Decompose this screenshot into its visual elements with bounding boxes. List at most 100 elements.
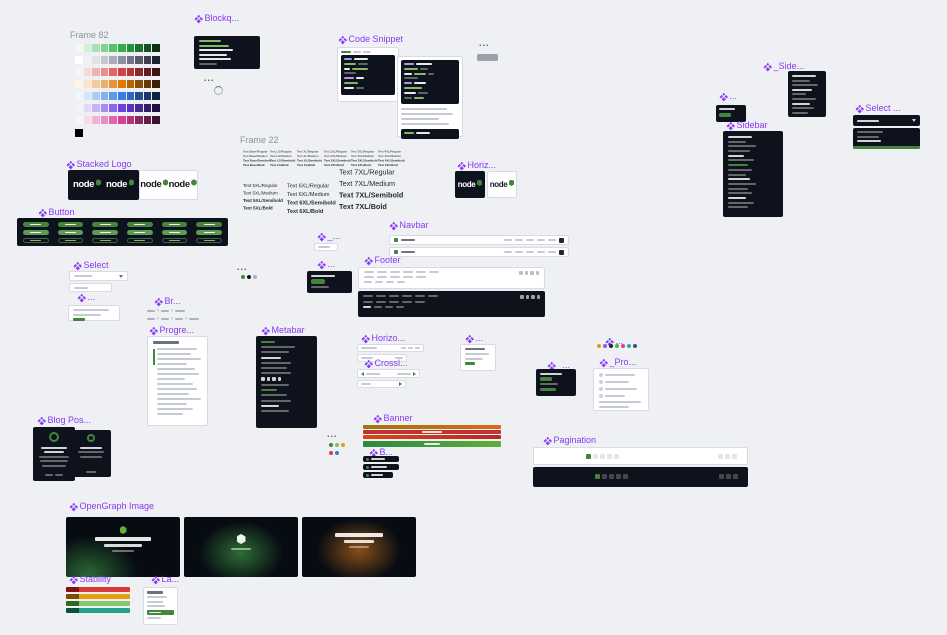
button-variant[interactable] <box>92 230 118 235</box>
horizontal-rule-component[interactable] <box>357 344 424 352</box>
opengraph-card[interactable] <box>302 517 416 577</box>
color-dot-swatches[interactable] <box>329 451 339 455</box>
sidebar-component[interactable] <box>723 131 783 217</box>
overflow-label[interactable]: ... <box>327 429 338 439</box>
button-variant[interactable] <box>57 238 84 243</box>
badge-component[interactable] <box>363 456 399 462</box>
component-label-blockquote[interactable]: Blockq... <box>194 14 239 23</box>
component-label-sidebar[interactable]: Sidebar <box>726 121 768 130</box>
pagination-component-light[interactable] <box>533 447 748 465</box>
banner-component[interactable] <box>363 425 501 429</box>
palette-row-red[interactable] <box>75 68 160 76</box>
color-dot-swatches[interactable] <box>241 275 257 279</box>
nodejs-logo[interactable]: node <box>140 179 169 190</box>
nodejs-logo[interactable]: node <box>490 179 515 189</box>
button-variant[interactable] <box>161 230 188 235</box>
button-variant[interactable] <box>126 238 153 243</box>
component-label-stacked-logo[interactable]: Stacked Logo <box>66 160 132 169</box>
component-label-mini-button[interactable]: ... <box>317 260 335 269</box>
button-variant[interactable] <box>57 222 84 227</box>
navbar-component-light[interactable] <box>389 235 569 245</box>
blog-post-card[interactable] <box>71 430 111 477</box>
page-buttons[interactable] <box>586 454 619 459</box>
nodejs-logo[interactable]: node <box>106 179 135 190</box>
page-buttons[interactable] <box>595 474 628 479</box>
overflow-label[interactable]: ... <box>479 38 490 48</box>
banner-component[interactable] <box>363 430 501 434</box>
component-label-horizontal-rule[interactable]: Horizo... <box>361 334 405 343</box>
horizontal-logo-light-card[interactable]: node <box>487 171 517 198</box>
component-label-mini-nav[interactable]: ... <box>719 92 737 101</box>
component-label-pagination[interactable]: Pagination <box>543 436 596 445</box>
footer-component-dark[interactable] <box>358 291 545 317</box>
button-variant[interactable] <box>92 238 118 243</box>
component-label-select-dark[interactable]: Select ... <box>855 104 901 113</box>
component-label-mini-card[interactable]: ... <box>465 334 483 343</box>
button-variant[interactable] <box>23 230 49 235</box>
stability-banner[interactable] <box>66 601 130 606</box>
component-label-navbar[interactable]: Navbar <box>389 221 429 230</box>
select-dark-trigger[interactable] <box>853 115 920 126</box>
component-label-blog-post[interactable]: Blog Pos... <box>37 416 91 425</box>
palette-row-blue[interactable] <box>75 92 160 100</box>
nodejs-logo[interactable]: node <box>169 179 197 190</box>
stability-banner[interactable] <box>66 587 130 592</box>
button-variant[interactable] <box>196 238 222 243</box>
component-label-progression-list[interactable]: _Pro... <box>599 358 636 367</box>
stability-banner[interactable] <box>66 608 130 613</box>
palette-row-green[interactable] <box>75 44 160 52</box>
overflow-label[interactable]: ... <box>237 262 248 272</box>
component-label-notification[interactable]: ... <box>77 293 95 302</box>
frame-label-frame82[interactable]: Frame 82 <box>70 30 109 40</box>
button-variant[interactable] <box>161 238 188 243</box>
component-label-button[interactable]: Button <box>38 208 75 217</box>
metabar-component[interactable] <box>256 336 317 428</box>
button-variants-component[interactable] <box>17 218 228 246</box>
component-label-side-nav[interactable]: _Side... <box>763 62 804 71</box>
language-picker-component[interactable] <box>143 587 178 625</box>
opengraph-card[interactable] <box>66 517 180 577</box>
crosslink-component[interactable] <box>357 369 420 378</box>
loading-spinner-icon[interactable] <box>214 86 223 95</box>
mini-card-component[interactable] <box>460 344 496 371</box>
component-label-code-snippet[interactable]: Code Snippet <box>338 35 403 44</box>
button-variant[interactable] <box>161 222 188 227</box>
button-variant[interactable] <box>23 222 49 227</box>
code-snippet-panel-2[interactable] <box>397 56 463 139</box>
skeleton-component[interactable] <box>477 54 498 61</box>
horizontal-logo-dark-card[interactable]: node <box>455 171 485 198</box>
blockquote-component[interactable] <box>194 36 260 69</box>
frame-label-frame22[interactable]: Frame 22 <box>240 135 279 145</box>
button-variant[interactable] <box>126 222 153 227</box>
stacked-logo-light-card[interactable]: node node <box>139 170 198 200</box>
selected-language-row[interactable] <box>147 609 174 615</box>
badge-component[interactable] <box>363 472 393 478</box>
palette-swatch-black[interactable] <box>75 129 83 137</box>
notification-component[interactable] <box>68 305 120 321</box>
component-label-badge[interactable]: B... <box>369 448 393 457</box>
palette-row-pink[interactable] <box>75 116 160 124</box>
pagination-component-dark[interactable] <box>533 467 748 487</box>
badge-component[interactable] <box>363 464 399 470</box>
mini-nav-component[interactable] <box>716 105 746 122</box>
breadcrumb-component[interactable]: › › › <box>147 316 199 322</box>
mini-button-component[interactable] <box>307 271 352 293</box>
component-label-breadcrumbs[interactable]: Br... <box>154 297 181 306</box>
progression-list-component[interactable] <box>593 368 649 411</box>
crosslink-component-small[interactable] <box>357 380 406 388</box>
component-label-banner[interactable]: Banner <box>373 414 413 423</box>
select-dark-menu[interactable] <box>853 128 920 149</box>
component-label-mini-cta[interactable]: _... <box>547 361 570 370</box>
overflow-label[interactable]: ... <box>204 73 215 83</box>
button-variant[interactable] <box>196 222 222 227</box>
button-variant[interactable] <box>92 222 118 227</box>
side-nav-component[interactable] <box>788 71 826 117</box>
component-label-footer[interactable]: Footer <box>364 256 401 265</box>
navbar-component-light-2[interactable] <box>389 247 569 257</box>
stability-banner[interactable] <box>66 594 130 599</box>
